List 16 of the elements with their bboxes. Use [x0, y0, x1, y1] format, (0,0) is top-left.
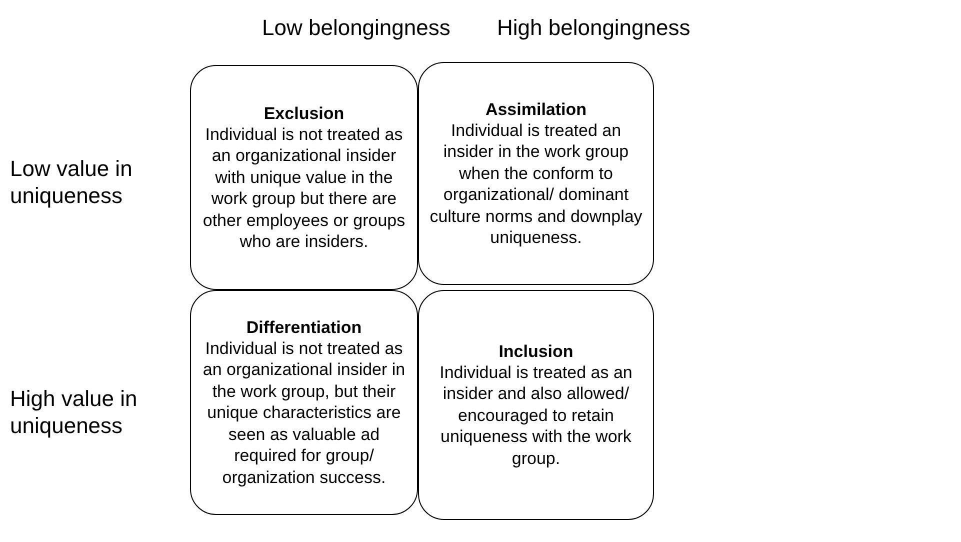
- quadrant-description: Individual is not treated as an organizational insider with unique value in the work group but there are other employees or groups who are insiders.: [202, 124, 406, 252]
- column-header: High belongingness: [497, 14, 690, 41]
- quadrant-title: Assimilation: [485, 98, 587, 120]
- quadrant-description: Individual is not treated as an organizational insider in the work group, but their unique characteristics are seen as valuable ad required for group/ organization success.: [202, 338, 406, 488]
- quadrant-title: Differentiation: [246, 316, 362, 338]
- quadrant-box: [190, 65, 418, 290]
- quadrant-box: [418, 62, 654, 285]
- row-header: Low value in uniqueness: [10, 155, 134, 209]
- row-header: High value in uniqueness: [10, 385, 138, 439]
- quadrant-title: Exclusion: [264, 102, 344, 124]
- quadrant-box: [190, 290, 418, 515]
- quadrant-description: Individual is treated as an insider and also allowed/ encouraged to retain uniqueness with the work group.: [438, 362, 634, 470]
- quadrant-title: Inclusion: [498, 340, 574, 362]
- quadrant-box: [418, 290, 654, 520]
- quadrant-description: Individual is treated an insider in the work group when the conform to organizational/ dominant culture norms and downplay uniqueness.: [428, 120, 644, 248]
- column-header: Low belongingness: [262, 14, 450, 41]
